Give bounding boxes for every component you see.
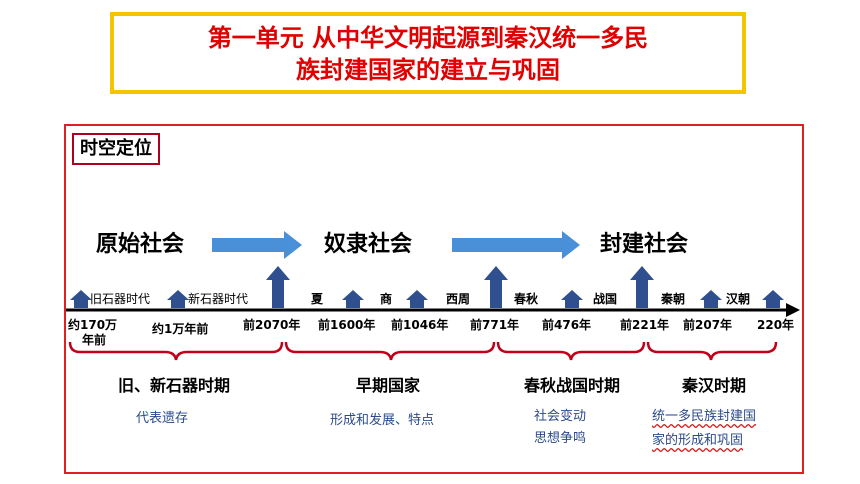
timeline-axis	[66, 303, 800, 317]
brace-early-states	[284, 341, 496, 361]
event-xizhou: 西周	[446, 292, 471, 306]
date-476: 前476年	[542, 318, 592, 332]
society-arrow-2	[452, 231, 580, 259]
brace-chunqiu	[496, 341, 646, 361]
title-line-1: 第一单元 从中华文明起源到秦汉统一多民	[207, 24, 649, 52]
event-zhanguo: 战国	[593, 292, 618, 306]
society-slave: 奴隶社会	[324, 232, 413, 257]
marker-220	[762, 290, 784, 308]
date-170wan: 约170万	[68, 318, 118, 332]
note-remains: 代表遗存	[136, 411, 189, 426]
period-braces	[68, 341, 778, 361]
period-chunqiu-zhanguo: 春秋战国时期	[524, 376, 621, 395]
date-221: 前221年	[620, 318, 670, 332]
note-unification-2: 家的形成和巩固	[652, 433, 744, 448]
note-thought-debate: 思想争鸣	[534, 431, 587, 446]
date-1wan: 约1万年前	[152, 322, 209, 336]
marker-qin-tall	[630, 266, 654, 308]
event-shang: 商	[380, 292, 393, 306]
event-hanchao: 汉朝	[726, 292, 751, 306]
marker-zhanguo	[561, 290, 583, 308]
society-feudal: 封建社会	[600, 232, 689, 257]
society-arrow-1	[212, 231, 302, 259]
marker-shang	[342, 290, 364, 308]
note-development: 形成和发展、特点	[330, 413, 435, 428]
society-primitive: 原始社会	[96, 232, 185, 257]
note-social-change: 社会变动	[534, 409, 587, 424]
event-neolithic: 新石器时代	[188, 292, 249, 306]
event-paleolithic: 旧石器时代	[90, 292, 151, 306]
period-qinhan: 秦汉时期	[682, 376, 747, 395]
period-early-states: 早期国家	[356, 376, 421, 395]
marker-xizhou	[406, 290, 428, 308]
marker-paleolithic	[70, 290, 92, 308]
marker-hanchao	[700, 290, 722, 308]
period-stone-age: 旧、新石器时期	[118, 376, 231, 395]
date-207: 前207年	[683, 318, 733, 332]
section-badge: 时空定位	[72, 133, 160, 165]
event-xia: 夏	[311, 292, 324, 306]
title-line-2: 族封建国家的建立与巩固	[296, 56, 560, 84]
marker-xia-tall	[266, 266, 290, 308]
date-220: 220年	[757, 318, 795, 332]
note-unification-1: 统一多民族封建国	[652, 409, 757, 424]
title-box: 第一单元 从中华文明起源到秦汉统一多民 族封建国家的建立与巩固	[110, 12, 746, 94]
date-1046: 前1046年	[391, 318, 449, 332]
date-771: 前771年	[470, 318, 520, 332]
brace-stone-age	[68, 341, 284, 361]
marker-chunqiu-tall	[484, 266, 508, 308]
timeline-panel	[64, 124, 804, 474]
date-1600: 前1600年	[318, 318, 376, 332]
marker-neolithic	[167, 290, 189, 308]
event-qinchao: 秦朝	[661, 292, 686, 306]
date-170wan-suffix: 年前	[82, 333, 107, 347]
event-chunqiu: 春秋	[514, 292, 539, 306]
date-2070: 前2070年	[243, 318, 301, 332]
brace-qinhan	[646, 341, 778, 361]
